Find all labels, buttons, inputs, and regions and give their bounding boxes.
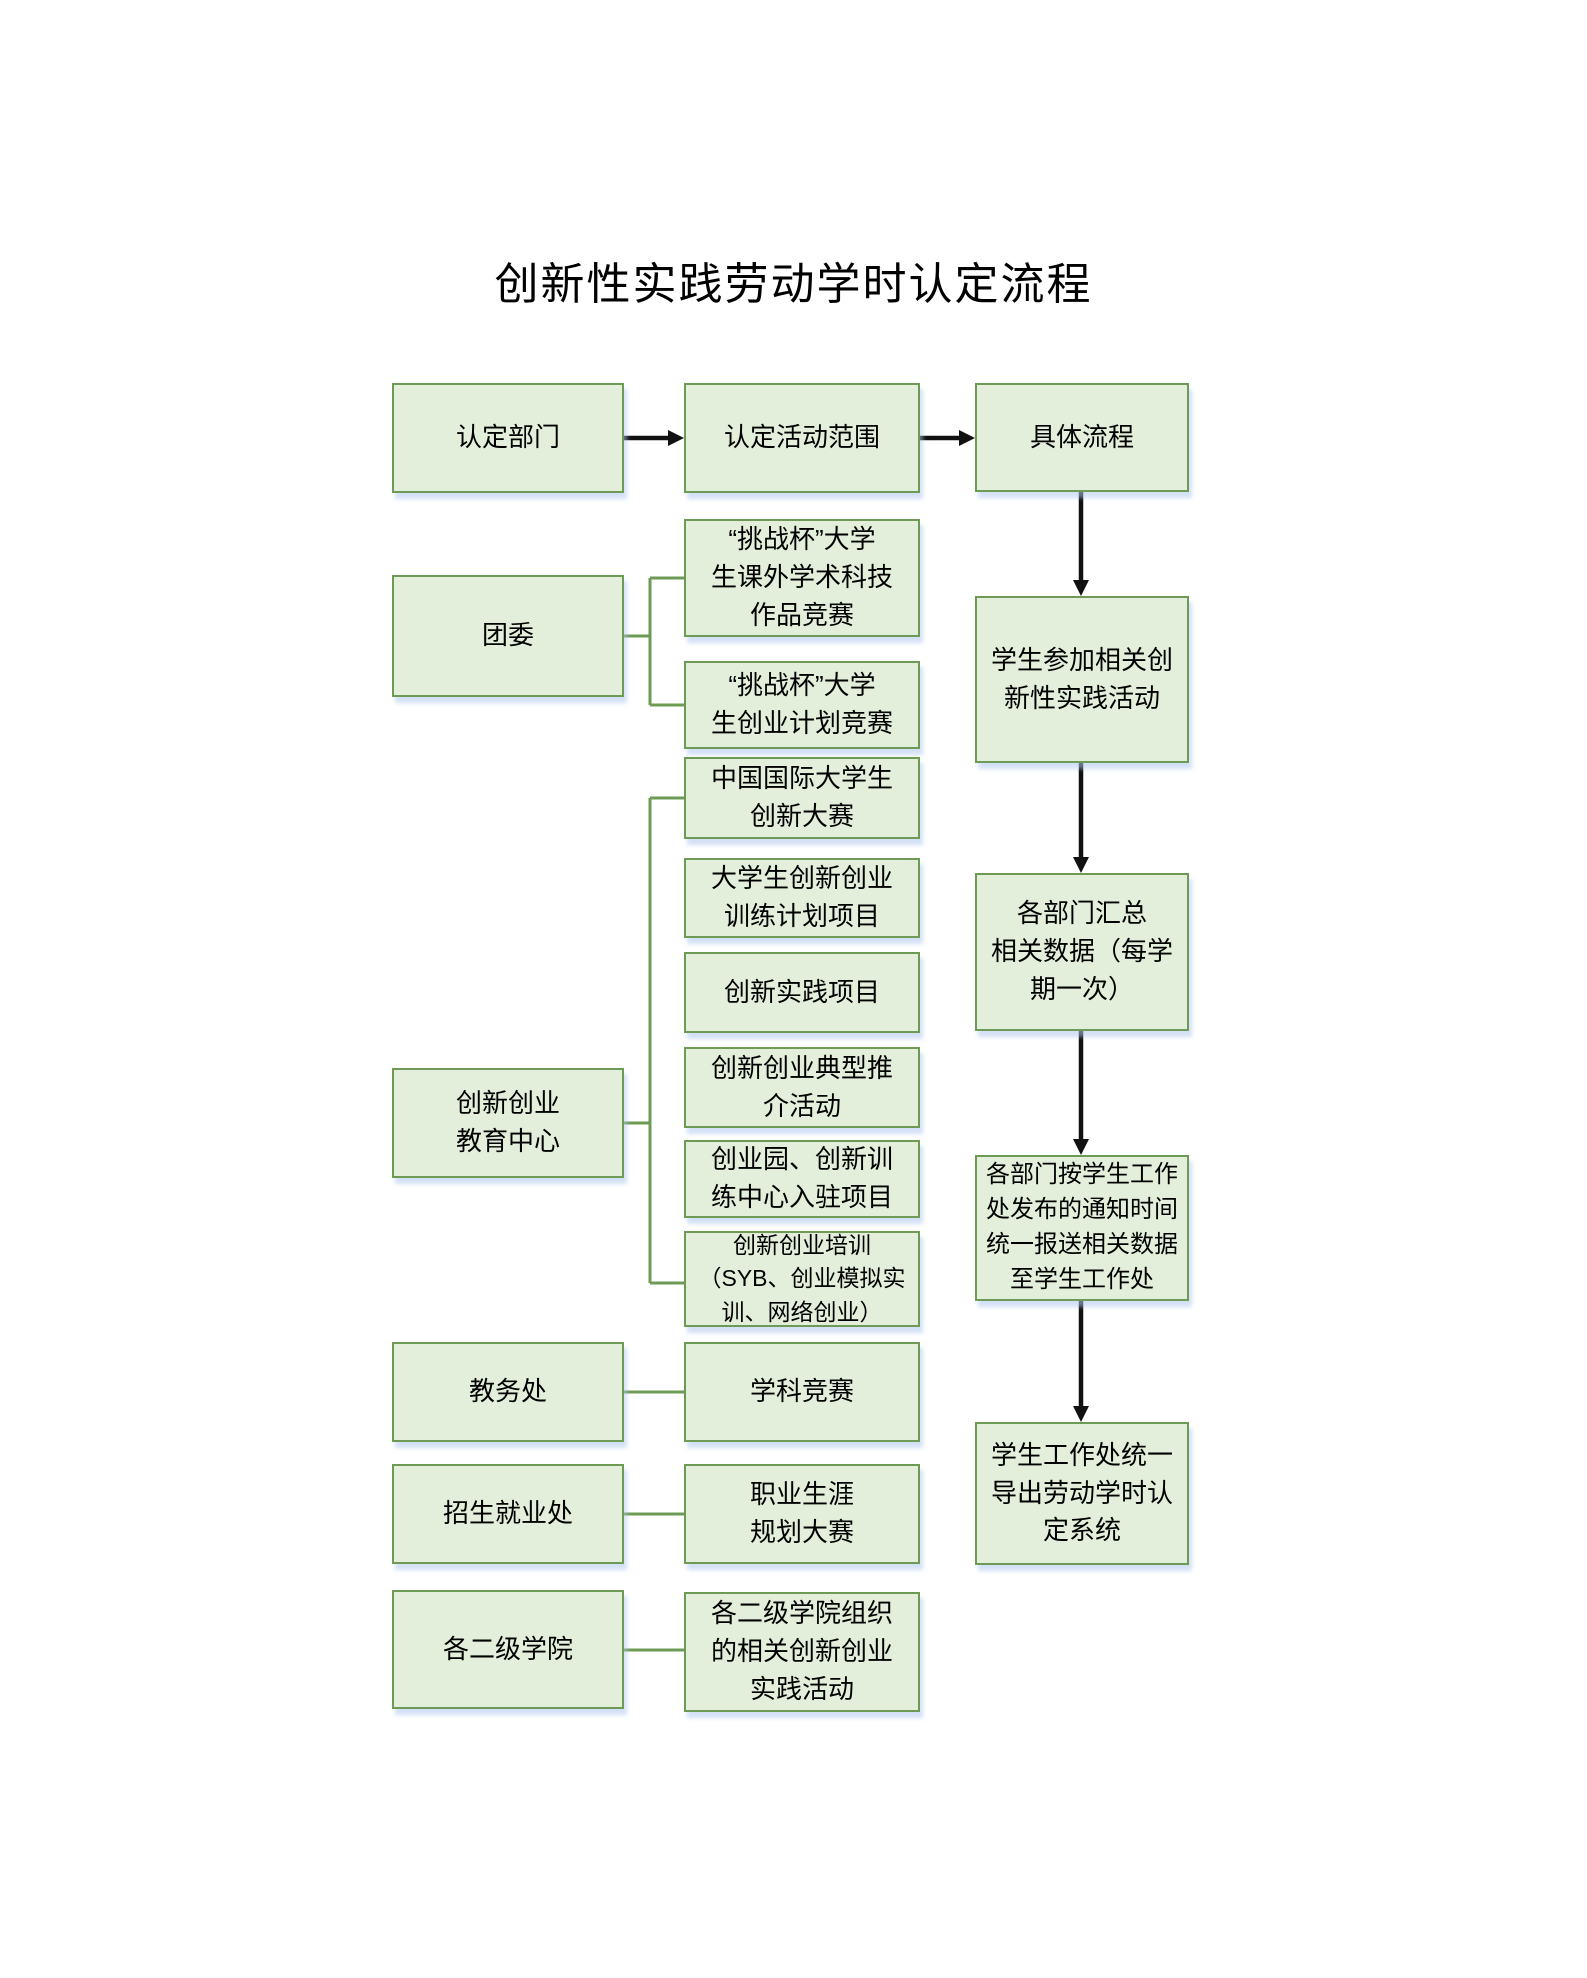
arrow-department-to-scope	[622, 430, 684, 446]
arrow-process-to-step1	[1073, 492, 1089, 596]
process-step3-box: 各部门按学生工作 处发布的通知时间 统一报送相关数据 至学生工作处	[975, 1155, 1189, 1301]
dept-admissions-box: 招生就业处	[392, 1464, 624, 1564]
activity-incubator-projects-box: 创业园、创新训 练中心入驻项目	[684, 1140, 920, 1218]
header-process-box: 具体流程	[975, 383, 1189, 492]
dept-youth-league-box: 团委	[392, 575, 624, 697]
process-step2-box: 各部门汇总 相关数据（每学 期一次）	[975, 873, 1189, 1031]
connector-youth-league-bracket	[624, 576, 684, 707]
activity-innovation-training-program-box: 大学生创新创业 训练计划项目	[684, 858, 920, 938]
dept-innovation-center-box: 创新创业 教育中心	[392, 1068, 624, 1178]
activity-china-intl-innovation-box: 中国国际大学生 创新大赛	[684, 757, 920, 839]
dept-academic-affairs-box: 教务处	[392, 1342, 624, 1442]
header-department-box: 认定部门	[392, 383, 624, 493]
header-scope-box: 认定活动范围	[684, 383, 920, 493]
process-step4-box: 学生工作处统一 导出劳动学时认 定系统	[975, 1422, 1189, 1565]
process-step1-box: 学生参加相关创 新性实践活动	[975, 596, 1189, 763]
arrow-scope-to-process	[920, 430, 975, 446]
activity-career-planning-contest-box: 职业生涯 规划大赛	[684, 1464, 920, 1564]
dept-secondary-colleges-box: 各二级学院	[392, 1590, 624, 1709]
activity-innovation-practice-project-box: 创新实践项目	[684, 952, 920, 1033]
arrow-step1-to-step2	[1073, 763, 1089, 873]
activity-challenge-cup-academic-box: “挑战杯”大学 生课外学术科技 作品竞赛	[684, 519, 920, 637]
connector-innovation-center-bracket	[624, 796, 684, 1285]
activity-college-activities-box: 各二级学院组织 的相关创新创业 实践活动	[684, 1592, 920, 1712]
activity-challenge-cup-venture-box: “挑战杯”大学 生创业计划竞赛	[684, 661, 920, 749]
activity-model-promotion-box: 创新创业典型推 介活动	[684, 1047, 920, 1128]
activity-entrepreneurship-training-box: 创新创业培训 （SYB、创业模拟实 训、网络创业）	[684, 1231, 920, 1327]
activity-subject-competition-box: 学科竞赛	[684, 1342, 920, 1442]
arrow-step3-to-step4	[1073, 1301, 1089, 1422]
arrow-step2-to-step3	[1073, 1031, 1089, 1155]
page-title: 创新性实践劳动学时认定流程	[494, 260, 1093, 309]
